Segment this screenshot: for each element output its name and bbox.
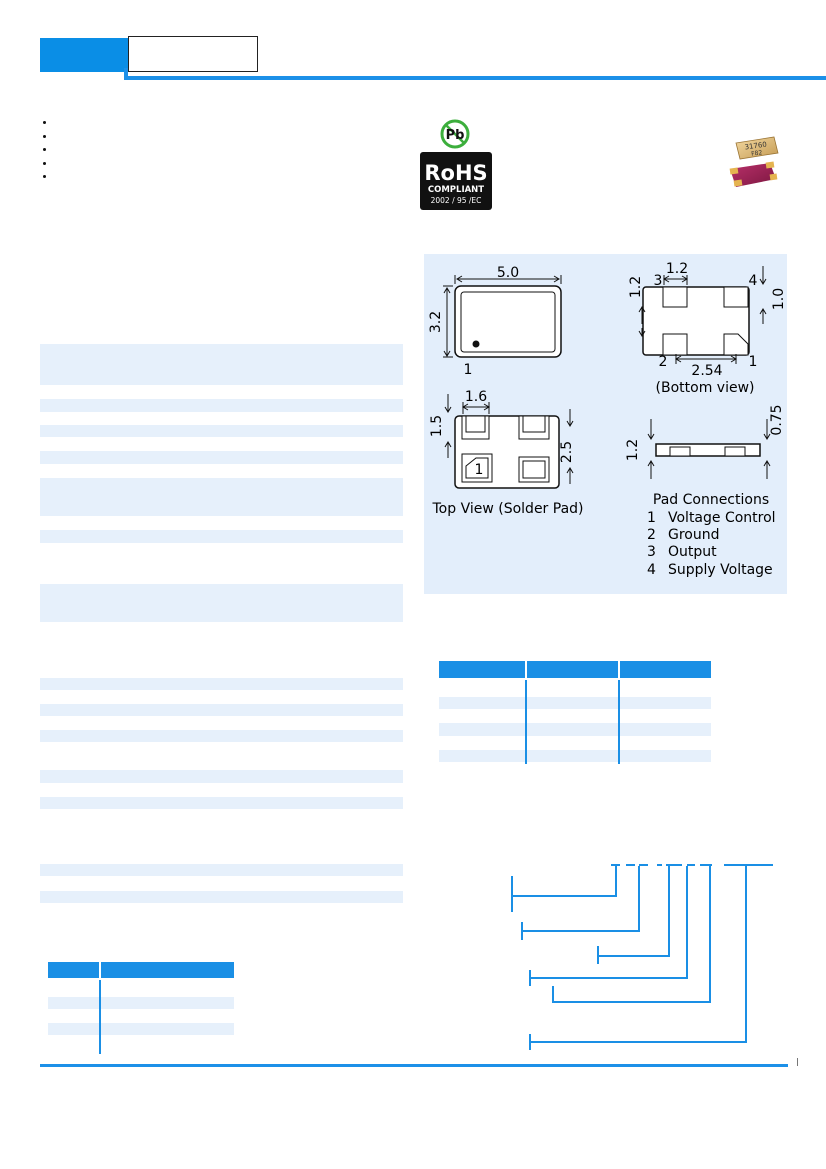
- spec-row: [40, 770, 403, 783]
- bullet-icon: [43, 175, 46, 178]
- svg-text:0.75: 0.75: [769, 404, 785, 435]
- pad-name: Output: [668, 544, 717, 560]
- spec-row: [40, 478, 403, 516]
- right-table-row: [439, 697, 711, 709]
- marking-table-header: [48, 962, 234, 978]
- svg-text:(Bottom view): (Bottom view): [656, 380, 755, 396]
- table-divider: [618, 661, 620, 678]
- svg-text:5.0: 5.0: [497, 265, 519, 281]
- pin1-marker-icon: [472, 340, 480, 348]
- part-number-breakdown: [511, 864, 773, 1050]
- svg-text:2.5: 2.5: [559, 441, 575, 463]
- spec-row: [40, 344, 403, 385]
- table-divider: [618, 680, 620, 764]
- svg-text:2002 / 95 /EC: 2002 / 95 /EC: [431, 196, 482, 205]
- dimension-diagram: 5.0 3.2 1 1: [424, 254, 787, 594]
- spec-row: [40, 399, 403, 412]
- table-divider: [99, 980, 101, 1054]
- svg-text:2.54: 2.54: [691, 363, 722, 379]
- svg-text:1.2: 1.2: [628, 276, 644, 298]
- footer-rule: [40, 1064, 788, 1067]
- header-rule: [124, 76, 826, 80]
- table-divider: [99, 962, 101, 978]
- title-box: [128, 36, 258, 72]
- svg-text:1.2: 1.2: [666, 261, 688, 277]
- spec-row: [40, 584, 403, 622]
- pad-number: 3: [647, 544, 656, 560]
- svg-text:3: 3: [654, 273, 663, 289]
- spec-row: [40, 864, 403, 876]
- spec-row: [40, 704, 403, 716]
- svg-text:1.0: 1.0: [771, 288, 787, 310]
- svg-text:3.2: 3.2: [428, 311, 444, 333]
- svg-text:1: 1: [464, 362, 473, 378]
- pb-free-icon: Pb: [446, 128, 465, 143]
- rohs-logo: Pb RoHS COMPLIANT 2002 / 95 /EC: [420, 119, 492, 210]
- right-table-header: [439, 661, 711, 678]
- header-tab: [40, 38, 128, 72]
- spec-row: [40, 678, 403, 690]
- right-table-row: [439, 750, 711, 762]
- svg-text:F82: F82: [751, 149, 763, 158]
- svg-text:Top View (Solder Pad): Top View (Solder Pad): [432, 501, 584, 517]
- pad-name: Supply Voltage: [668, 562, 773, 578]
- header-rule-corner: [124, 68, 128, 80]
- svg-text:31760: 31760: [744, 141, 767, 152]
- pad-number: 4: [647, 562, 656, 578]
- marking-table-row: [48, 1023, 234, 1035]
- spec-row: [40, 425, 403, 437]
- bullet-icon: [43, 134, 46, 138]
- crystal-oscillator-photo: 31760 F82: [729, 136, 779, 187]
- bullet-icon: [43, 121, 46, 124]
- table-divider: [525, 661, 527, 678]
- pad-name: Voltage Control: [668, 510, 776, 526]
- svg-text:2: 2: [659, 354, 668, 370]
- table-divider: [525, 680, 527, 764]
- svg-text:COMPLIANT: COMPLIANT: [428, 185, 484, 195]
- pad-number: 1: [647, 510, 656, 526]
- page-marker: [797, 1058, 798, 1066]
- pad-number: 2: [647, 527, 656, 543]
- svg-text:1.6: 1.6: [465, 389, 487, 405]
- svg-text:RoHS: RoHS: [424, 161, 487, 185]
- spec-row: [40, 891, 403, 903]
- spec-row: [40, 797, 403, 809]
- svg-text:Pad Connections: Pad Connections: [653, 492, 769, 508]
- spec-row: [40, 451, 403, 464]
- svg-text:4: 4: [749, 273, 758, 289]
- package-drawing: 5.0 3.2 1 1: [428, 261, 787, 578]
- bullet-icon: [43, 148, 46, 151]
- svg-text:1: 1: [475, 462, 484, 478]
- svg-text:1: 1: [749, 354, 758, 370]
- svg-text:1.5: 1.5: [429, 415, 445, 437]
- pad-name: Ground: [668, 527, 720, 543]
- right-table-row: [439, 723, 711, 736]
- svg-text:1.2: 1.2: [625, 439, 641, 461]
- bullet-icon: [43, 161, 46, 165]
- marking-table-row: [48, 997, 234, 1009]
- spec-row: [40, 530, 403, 543]
- spec-row: [40, 730, 403, 742]
